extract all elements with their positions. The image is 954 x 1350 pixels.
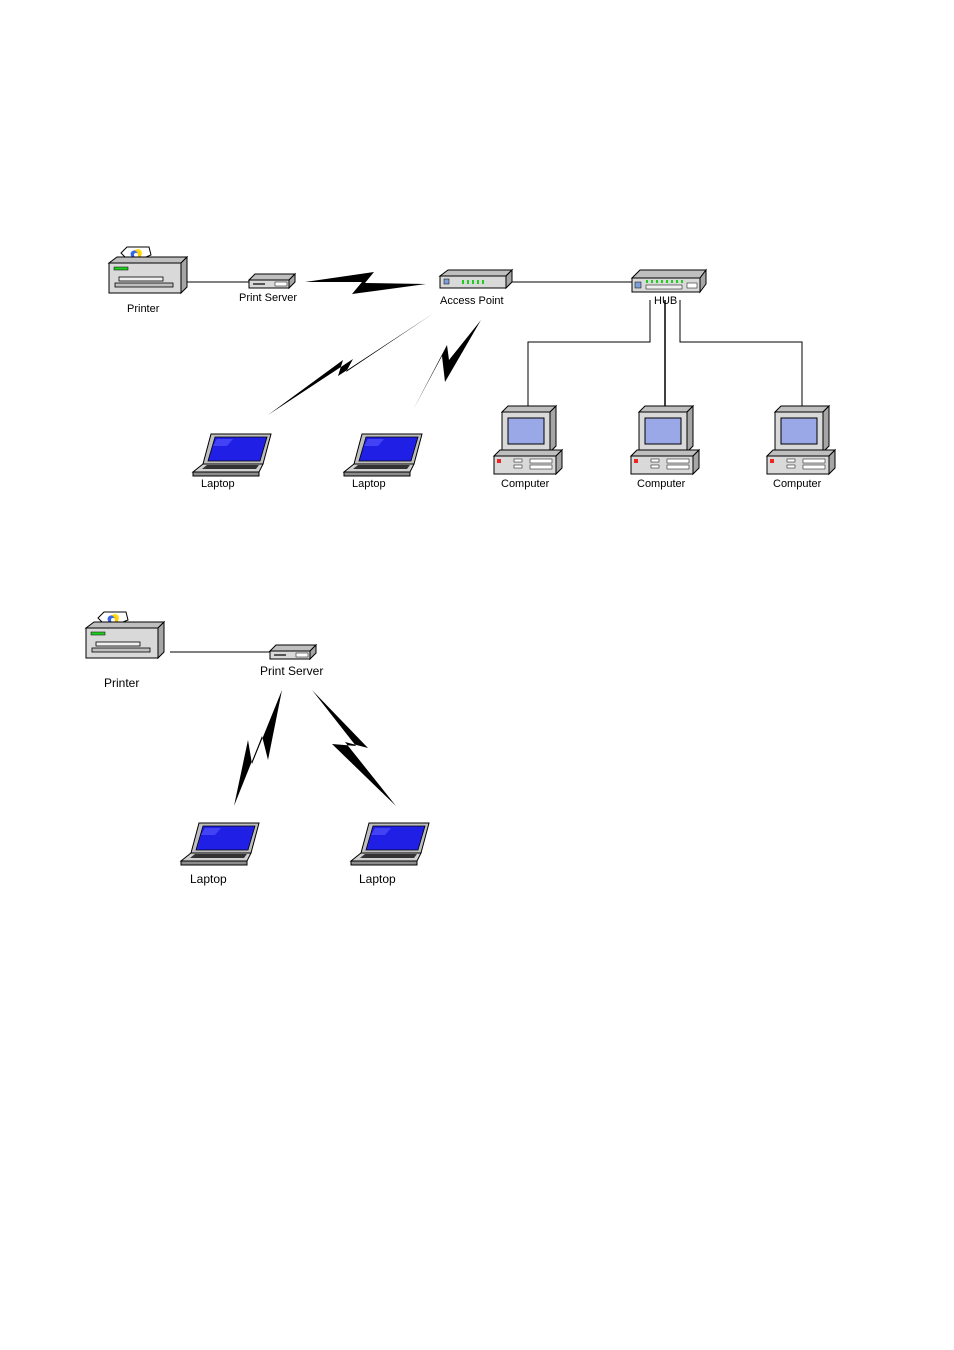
print-server-icon (269, 644, 317, 660)
wireless-link-icon (234, 690, 282, 806)
wireless-link-icon (312, 690, 396, 806)
laptop-icon (350, 822, 430, 866)
hub-icon (631, 269, 707, 293)
print-server-icon (248, 273, 296, 289)
computer-icon (630, 405, 700, 475)
computer-label: Computer (637, 478, 686, 490)
wireless-link-icon (413, 320, 481, 410)
link-hub-computer-3 (679, 300, 803, 408)
laptop-label: Laptop (359, 872, 396, 886)
laptop-label: Laptop (201, 478, 235, 490)
printer-label: Printer (127, 303, 160, 315)
computer-icon (493, 405, 563, 475)
printer-icon (85, 611, 165, 659)
laptop-label: Laptop (352, 478, 386, 490)
print-server-label: Print Server (239, 292, 298, 304)
computer-label: Computer (773, 478, 822, 490)
laptop-label: Laptop (190, 872, 227, 886)
computer-label: Computer (501, 478, 550, 490)
hub-label: HUB (654, 295, 678, 307)
printer-icon (108, 246, 188, 294)
laptop-icon (180, 822, 260, 866)
laptop-icon (343, 433, 423, 477)
print-server-label: Print Server (260, 664, 324, 678)
printer-label: Printer (104, 676, 140, 690)
wireless-link-icon (305, 272, 426, 294)
wireless-link-icon (268, 313, 434, 415)
link-hub-computer-1 (527, 300, 651, 408)
computer-icon (766, 405, 836, 475)
access-point-label: Access Point (440, 295, 504, 307)
laptop-icon (192, 433, 272, 477)
access-point-icon (439, 269, 513, 289)
